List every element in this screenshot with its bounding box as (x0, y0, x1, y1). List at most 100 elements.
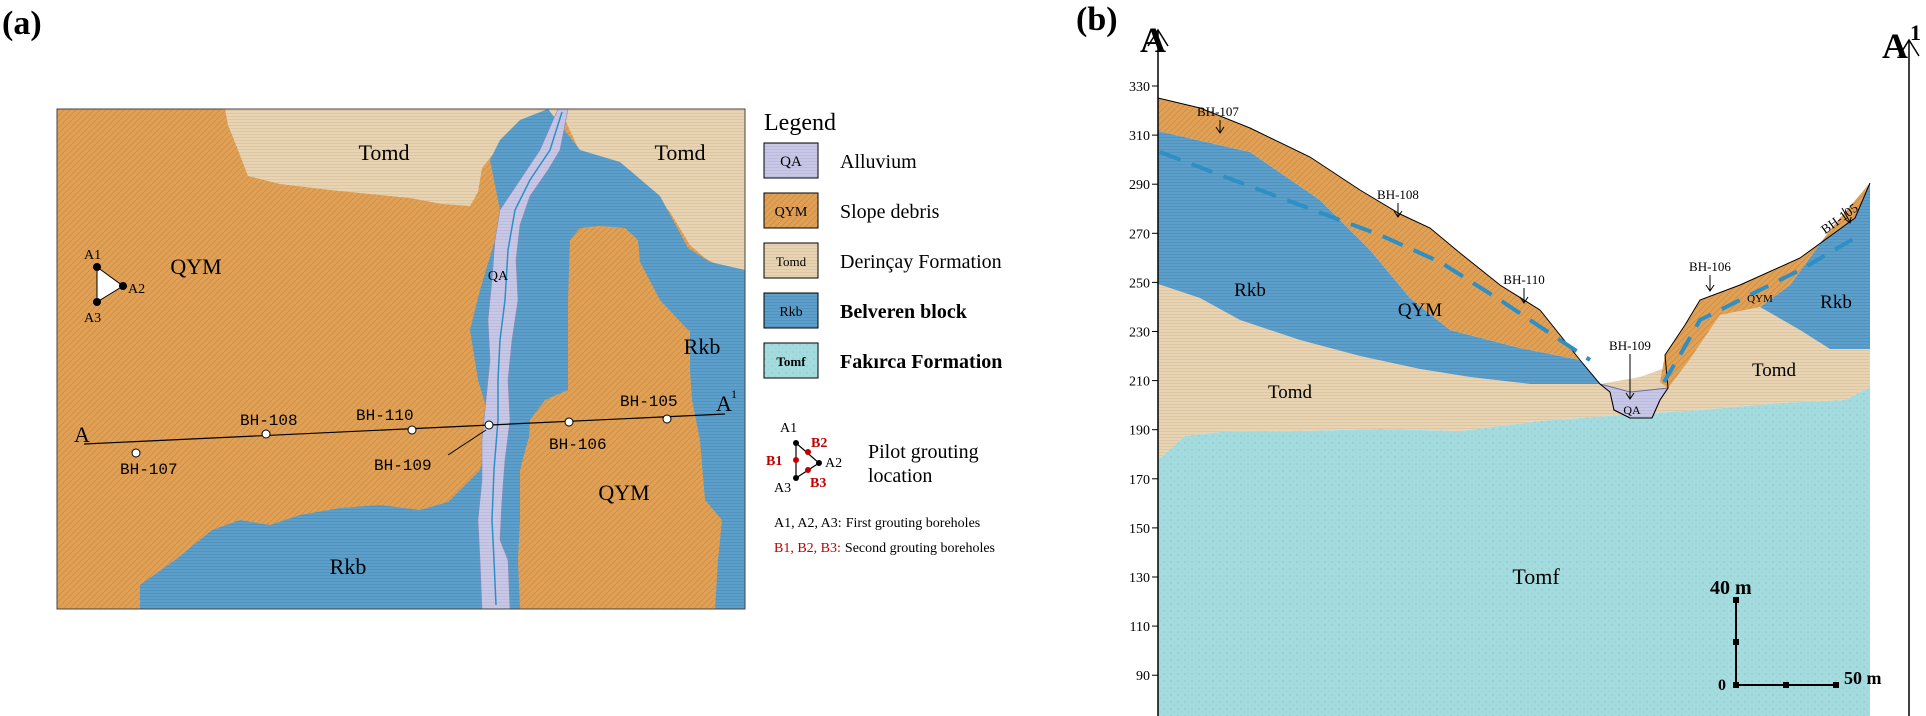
map-grout-point-a3 (93, 298, 101, 306)
legend-first-grouting: A1, A2, A3:First grouting boreholes (774, 516, 980, 531)
elevation-tick-label: 170 (1129, 473, 1150, 488)
map-label-qym-right: QYM (598, 480, 649, 505)
legend-point-b2 (805, 449, 811, 455)
map-borehole-bh109 (484, 420, 494, 430)
section-end-label: A (1882, 26, 1908, 66)
map-grout-label-a2: A2 (128, 282, 145, 297)
legend-label-qym: Slope debris (840, 201, 940, 223)
legend-pilot-label-line2: location (868, 465, 932, 487)
section-groundwater-right (1662, 233, 1862, 384)
section-bh107-arrow-icon (1215, 126, 1225, 134)
legend-swatch-qa (763, 142, 819, 179)
section-bh105-arrow-icon (1844, 216, 1852, 224)
map-borehole-bh106 (564, 417, 574, 427)
legend-pilot-label-line1: Pilot grouting (868, 441, 979, 463)
elevation-tick-label: 110 (1130, 620, 1150, 635)
map-stream-line (491, 111, 563, 606)
section-label-qym-right: QYM (1747, 293, 1773, 305)
elevation-tick-label: 230 (1129, 326, 1150, 341)
map-grout-point-a1 (93, 263, 101, 271)
map-borehole-label-bh108: BH-108 (240, 412, 298, 430)
map-pilot-grouting-location: A1 A2 A3 (84, 248, 145, 326)
map-section-end-sup: 1 (731, 387, 737, 401)
map-tomd-top-right (560, 109, 745, 270)
map-label-rkb-right: Rkb (684, 334, 721, 359)
section-left-arrow-icon (1147, 28, 1169, 47)
map-borehole-label-bh105: BH-105 (620, 393, 678, 411)
map-tomd-top-left (225, 109, 562, 206)
cross-section: A A 1 3303102902702502302101901701501301… (1129, 20, 1921, 716)
map-borehole-bh105 (662, 414, 672, 424)
map-borehole-bh107 (131, 448, 141, 458)
section-ground-surface (1157, 97, 1871, 419)
section-tomd (1158, 284, 1870, 460)
section-borehole-bh110: BH-110 (1503, 272, 1544, 287)
section-start-label: A (1140, 20, 1166, 60)
legend-swatch-tomf (763, 342, 819, 379)
panel-b-label: (b) (1076, 1, 1118, 38)
legend-point-b1 (793, 457, 799, 463)
section-borehole-bh108: BH-108 (1377, 187, 1419, 202)
map-bh109-leader (447, 429, 487, 456)
legend-pilot-grouting: A1 A2 A3 B1 B2 B3 Pilot grouting locatio… (766, 421, 979, 496)
map-rkb-area (140, 109, 745, 609)
section-elevation-ticks: 3303102902702502302101901701501301109070 (1129, 80, 1158, 684)
section-scale-bar: 40 m 0 50 m (1710, 577, 1882, 694)
legend-swatch-tomd (763, 242, 819, 279)
section-right-arrow-icon (1898, 38, 1920, 57)
legend-label-b2: B2 (811, 436, 827, 451)
map-frame (56, 108, 746, 610)
section-label-qa: QA (1623, 403, 1641, 417)
map-grout-label-a3: A3 (84, 311, 101, 326)
map-borehole-label-bh107: BH-107 (120, 461, 178, 479)
legend-code-tomf: Tomf (776, 354, 806, 369)
panel-a-label: (a) (2, 5, 42, 42)
panel-b: (b) A A (1076, 1, 1921, 716)
legend-label-a2: A2 (825, 456, 842, 471)
legend-first-codes: A1, A2, A3: (774, 516, 842, 531)
map-alluvium-channel (477, 108, 569, 610)
elevation-tick-label: 250 (1129, 276, 1150, 291)
section-label-qym-left: QYM (1398, 300, 1442, 321)
map-label-tomd-right: Tomd (654, 140, 705, 165)
legend-point-a1 (793, 440, 799, 446)
scale-horizontal-label: 50 m (1844, 668, 1882, 688)
legend-label-a3: A3 (774, 481, 791, 496)
section-borehole-bh109: BH-109 (1609, 338, 1651, 353)
map-label-qa: QA (488, 269, 509, 284)
legend-second-codes: B1, B2, B3: (774, 541, 841, 556)
section-borehole-bh106: BH-106 (1689, 259, 1731, 274)
legend-label-tomd: Derinçay Formation (840, 251, 1002, 273)
legend-code-qa: QA (780, 154, 802, 170)
section-bh108-arrow-icon (1393, 210, 1403, 218)
scale-vertical-label: 40 m (1710, 577, 1752, 599)
elevation-tick-label: 310 (1129, 129, 1150, 144)
section-end-sup: 1 (1910, 20, 1921, 45)
elevation-tick-label: 190 (1129, 424, 1150, 439)
map-legend: Legend QA Alluvium QYM Slope debris Tomd… (763, 110, 1002, 556)
section-borehole-bh107: BH-107 (1197, 104, 1239, 119)
legend-swatch-qym (763, 192, 819, 229)
map-section-end: A (716, 391, 732, 416)
map-borehole-label-bh106: BH-106 (549, 436, 607, 454)
legend-code-qym: QYM (775, 205, 808, 220)
elevation-tick-label: 270 (1129, 227, 1150, 242)
section-bh110-arrow-icon (1519, 296, 1529, 304)
map-borehole-label-bh110: BH-110 (356, 407, 414, 425)
map-borehole-bh108 (261, 429, 271, 439)
geologic-map: Tomd Tomd QYM QYM Rkb Rkb QA A1 A2 A3 A … (56, 108, 746, 610)
scale-zero-label: 0 (1718, 677, 1726, 694)
elevation-tick-label: 210 (1129, 375, 1150, 390)
legend-code-tomd: Tomd (776, 254, 807, 269)
legend-swatch-rkb (763, 292, 819, 329)
legend-label-b3: B3 (810, 476, 826, 491)
legend-label-b1: B1 (766, 454, 782, 469)
map-section-start: A (74, 422, 90, 447)
legend-title: Legend (764, 110, 836, 136)
section-label-rkb-left: Rkb (1234, 280, 1266, 301)
map-grout-point-a2 (119, 282, 127, 290)
elevation-tick-label: 130 (1129, 571, 1150, 586)
legend-label-rkb: Belveren block (840, 301, 968, 323)
map-section-line (83, 413, 726, 445)
